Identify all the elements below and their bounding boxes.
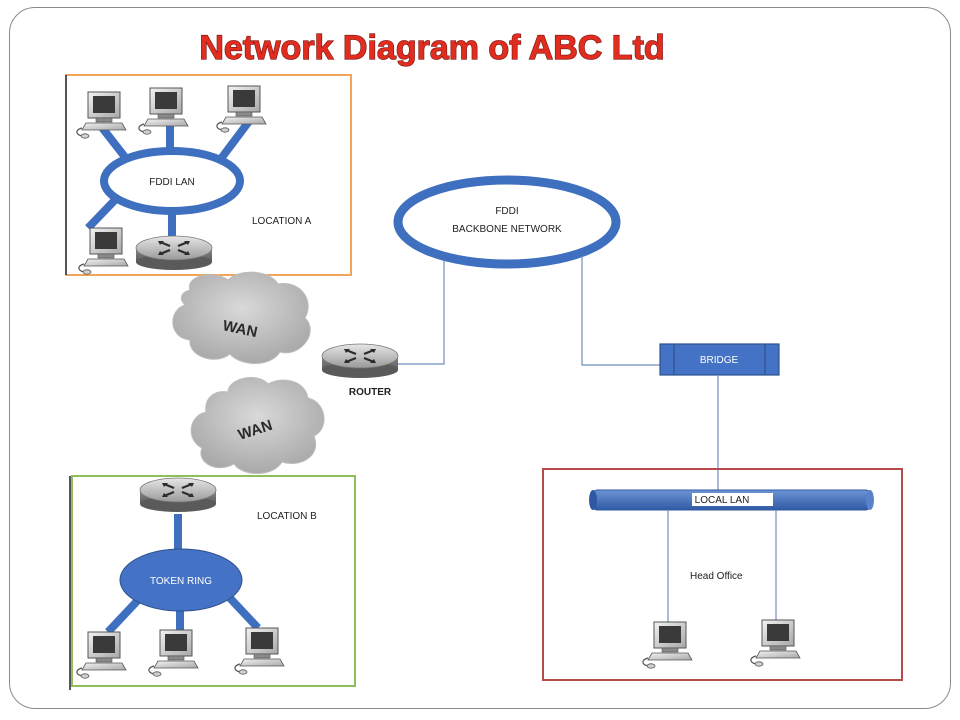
wan-cloud-top <box>172 271 311 364</box>
router-label: ROUTER <box>349 387 392 398</box>
fddi-backbone-label-1: FDDI <box>495 206 518 217</box>
computer-icon <box>78 227 129 275</box>
head-office-label: Head Office <box>690 571 743 582</box>
central-router-icon <box>320 342 400 380</box>
location-a-links <box>85 117 254 238</box>
location-b-label: LOCATION B <box>257 511 317 522</box>
router-icon <box>134 234 214 272</box>
bridge-label: BRIDGE <box>700 355 739 366</box>
token-ring-label: TOKEN RING <box>150 576 212 587</box>
computer-icon <box>642 621 693 669</box>
fddi-lan-label: FDDI LAN <box>149 177 195 188</box>
wan-cloud-bottom <box>190 377 325 474</box>
computer-icon <box>138 87 189 135</box>
computer-icon <box>76 631 127 679</box>
page-title: Network Diagram of ABC Ltd <box>199 29 664 67</box>
fddi-backbone-ring <box>393 175 621 269</box>
location-b-links <box>105 514 261 635</box>
router-backbone-link <box>398 258 445 365</box>
fddi-backbone-label-2: BACKBONE NETWORK <box>452 224 562 235</box>
fddi-lan-ring <box>100 147 244 215</box>
local-lan-label: LOCAL LAN <box>695 495 750 506</box>
location-b-box <box>71 475 356 687</box>
location-a-label: LOCATION A <box>252 216 312 227</box>
head-office-box <box>542 468 903 681</box>
bridge-box <box>659 343 780 376</box>
backbone-bridge-link <box>581 256 660 366</box>
router-icon <box>138 476 218 514</box>
wan-top-label: WAN <box>221 317 259 341</box>
token-ring <box>119 548 243 612</box>
computer-icon <box>234 627 285 675</box>
computer-icon <box>750 619 801 667</box>
computer-icon <box>148 629 199 677</box>
